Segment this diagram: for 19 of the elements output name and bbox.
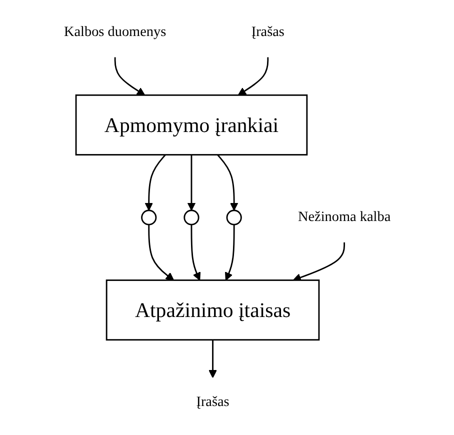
arrow [292, 242, 345, 282]
arrow [148, 224, 174, 281]
node-text: Kalbos duomenys [64, 24, 166, 40]
arrow [216, 154, 238, 211]
arrow [190, 224, 200, 281]
node-text: Įrašas [251, 24, 284, 40]
arrow [238, 57, 268, 96]
node-box: Atpažinimo įtaisas [106, 280, 320, 341]
node-circle [226, 210, 242, 226]
node-text: Įrašas [196, 394, 230, 410]
arrow [187, 154, 196, 211]
arrow [144, 154, 166, 211]
node-text: Nežinoma kalba [298, 210, 390, 225]
arrow [114, 57, 145, 96]
arrow [208, 340, 217, 378]
node-circle [183, 210, 199, 226]
node-circle [140, 210, 156, 226]
arrow [224, 224, 234, 281]
node-box: Apmomymo įrankiai [75, 94, 308, 156]
